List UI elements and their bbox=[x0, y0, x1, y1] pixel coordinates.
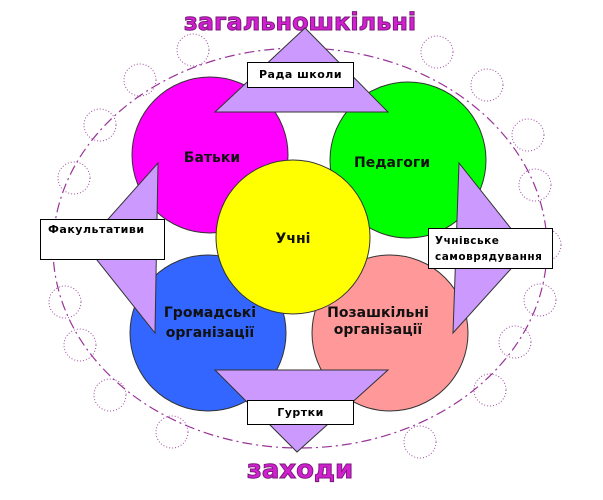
box-school-council: Рада школи bbox=[247, 62, 354, 88]
dotted-circle-icon bbox=[420, 35, 454, 69]
dotted-circle-icon bbox=[403, 425, 437, 459]
dotted-circle-icon bbox=[176, 33, 210, 67]
dotted-circle-icon bbox=[48, 285, 82, 319]
dotted-circle-icon bbox=[155, 415, 189, 449]
dotted-circle-icon bbox=[511, 118, 545, 152]
dotted-circle-icon bbox=[93, 378, 127, 412]
box-clubs: Гуртки bbox=[247, 400, 354, 425]
label-students: Учні bbox=[276, 231, 311, 247]
box-self-government-line1: Учнівське bbox=[435, 235, 500, 247]
label-parents: Батьки bbox=[184, 150, 240, 166]
label-teachers: Педагоги bbox=[354, 155, 430, 171]
box-electives: Факультативи bbox=[40, 219, 165, 260]
label-public-orgs-1: Громадські bbox=[164, 305, 256, 321]
label-outofschool-1: Позашкільні bbox=[327, 305, 429, 321]
dotted-circle-icon bbox=[83, 108, 117, 142]
dotted-circle-icon bbox=[473, 373, 507, 407]
dotted-circle-icon bbox=[498, 325, 532, 359]
circle-students bbox=[215, 159, 371, 315]
box-self-government-line2: самоврядування bbox=[435, 251, 543, 263]
dotted-circle-icon bbox=[63, 328, 97, 362]
dotted-circle-icon bbox=[470, 68, 504, 102]
dotted-circle-icon bbox=[57, 161, 91, 195]
label-outofschool-2: організації bbox=[334, 322, 423, 338]
dotted-circle-icon bbox=[523, 283, 557, 317]
circle-teachers bbox=[329, 81, 487, 239]
box-self-government: Учнівське самоврядування bbox=[428, 228, 553, 269]
dotted-circle-icon bbox=[518, 168, 552, 202]
dotted-circle-icon bbox=[123, 63, 157, 97]
title-top: загальношкільні bbox=[184, 8, 416, 36]
label-public-orgs-2: організації bbox=[166, 325, 255, 341]
title-bottom: заходи bbox=[247, 455, 354, 485]
